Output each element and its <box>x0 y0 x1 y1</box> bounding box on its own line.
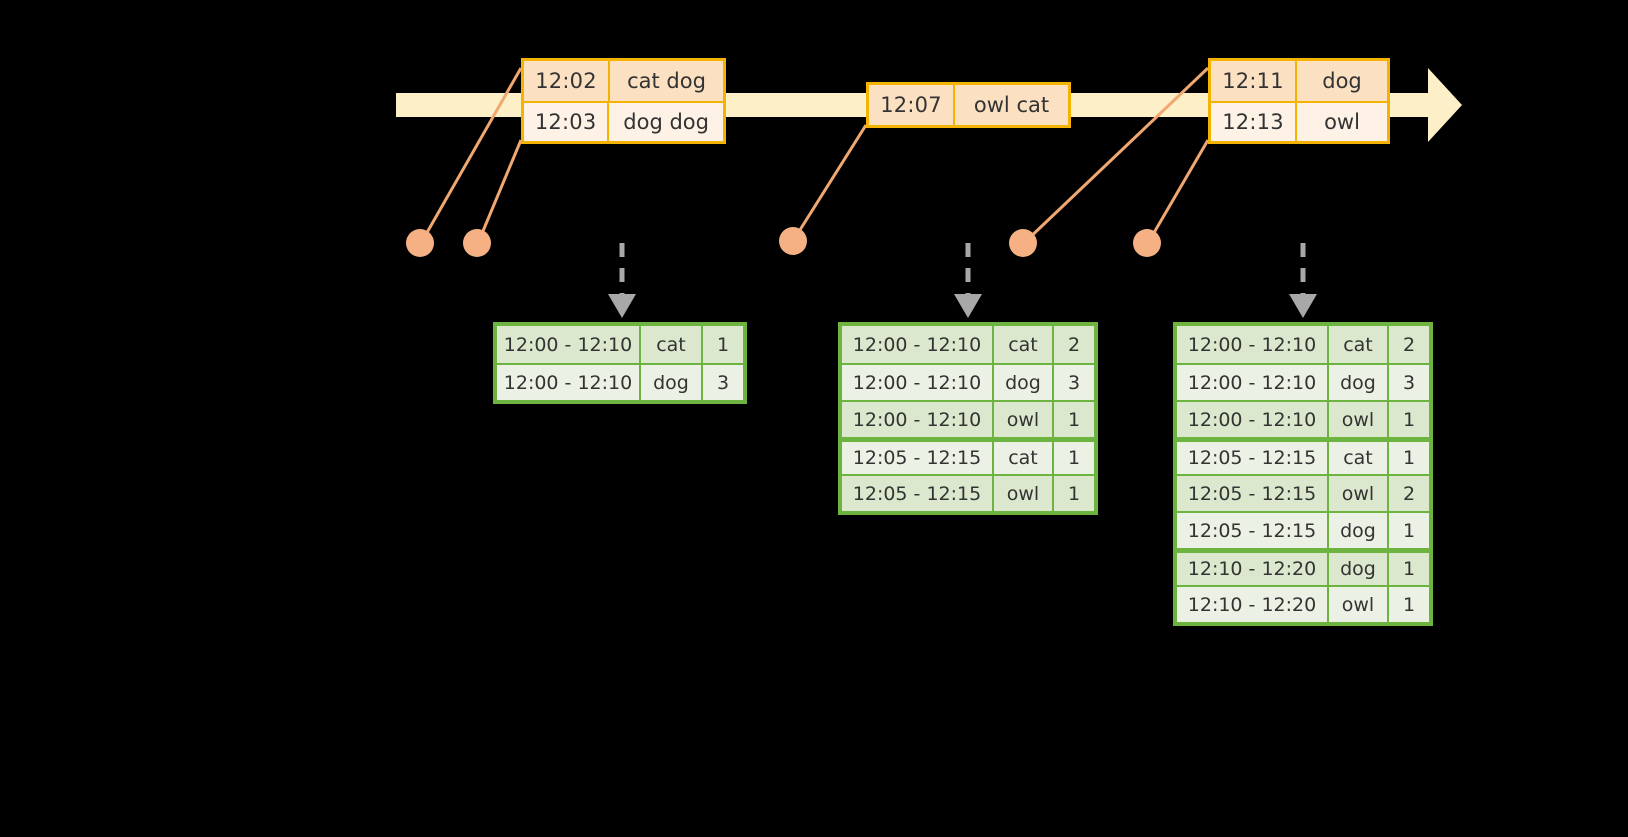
event-words: owl <box>1324 110 1360 134</box>
table-row[interactable]: 12:00 - 12:10 cat 2 <box>1177 326 1429 363</box>
table-row[interactable]: 12:00 - 12:10 dog 3 <box>1177 363 1429 400</box>
event-time: 12:11 <box>1211 61 1297 101</box>
event-words: cat dog <box>627 69 706 93</box>
cell-count: 1 <box>1402 408 1416 431</box>
cell-window: 12:05 - 12:15 <box>1177 442 1329 474</box>
cell-window: 12:10 - 12:20 <box>1177 587 1329 622</box>
connector-dot-1 <box>406 229 434 257</box>
cell-word: cat <box>641 326 703 363</box>
cell-window: 12:05 - 12:15 <box>1177 513 1329 548</box>
computation-arrows <box>619 243 1306 295</box>
cell-window: 12:00 - 12:10 <box>1177 365 1329 400</box>
cell-word: cat <box>994 326 1054 363</box>
connector-dot-5 <box>1133 229 1161 257</box>
event-time: 12:02 <box>524 61 610 101</box>
cell-word: owl <box>1329 402 1389 437</box>
table-row[interactable]: 12:10 - 12:20 dog 1 <box>1177 548 1429 585</box>
table-row[interactable]: 12:00 - 12:10 cat 1 <box>497 326 743 363</box>
table-row[interactable]: 12:05 - 12:15 dog 1 <box>1177 511 1429 548</box>
result-table-3[interactable]: 12:00 - 12:10 cat 2 12:00 - 12:10 dog 3 … <box>1173 322 1433 626</box>
cell-window: 12:05 - 12:15 <box>842 442 994 474</box>
cell-count: 2 <box>1402 333 1416 356</box>
connector-dot-3 <box>779 227 807 255</box>
cell-count: 1 <box>1067 482 1081 505</box>
event-time: 12:03 <box>524 103 610 141</box>
cell-window: 12:00 - 12:10 <box>1177 402 1329 437</box>
table-row[interactable]: 12:00 - 12:10 dog 3 <box>842 363 1094 400</box>
result-table-1[interactable]: 12:00 - 12:10 cat 1 12:00 - 12:10 dog 3 <box>493 322 747 404</box>
cell-count: 3 <box>1402 371 1416 394</box>
cell-word: owl <box>994 402 1054 437</box>
event-row[interactable]: 12:07 owl cat <box>869 85 1068 125</box>
cell-count: 1 <box>716 333 730 356</box>
event-group-3[interactable]: 12:11 dog 12:13 owl <box>1208 58 1390 144</box>
cell-count: 1 <box>1402 558 1416 580</box>
event-words: dog <box>1322 69 1362 93</box>
cell-window: 12:00 - 12:10 <box>842 365 994 400</box>
cell-count: 1 <box>1067 408 1081 431</box>
connector-dot-2 <box>463 229 491 257</box>
table-row[interactable]: 12:10 - 12:20 owl 1 <box>1177 585 1429 622</box>
cell-count: 3 <box>1067 371 1081 394</box>
event-group-1[interactable]: 12:02 cat dog 12:03 dog dog <box>521 58 726 144</box>
table-row[interactable]: 12:00 - 12:10 cat 2 <box>842 326 1094 363</box>
computation-arrowheads <box>608 294 1317 318</box>
cell-count: 1 <box>1402 593 1416 616</box>
cell-word: dog <box>1329 365 1389 400</box>
event-connector-dots <box>406 227 1161 257</box>
cell-word: owl <box>1329 587 1389 622</box>
cell-word: dog <box>641 365 703 400</box>
event-group-2[interactable]: 12:07 owl cat <box>866 82 1071 128</box>
cell-window: 12:05 - 12:15 <box>842 476 994 511</box>
cell-word: cat <box>994 442 1054 474</box>
event-row[interactable]: 12:03 dog dog <box>524 101 723 141</box>
table-row[interactable]: 12:05 - 12:15 owl 1 <box>842 474 1094 511</box>
cell-window: 12:00 - 12:10 <box>842 326 994 363</box>
connector-dot-4 <box>1009 229 1037 257</box>
cell-count: 1 <box>1402 447 1416 469</box>
table-row[interactable]: 12:05 - 12:15 owl 2 <box>1177 474 1429 511</box>
cell-word: dog <box>1329 513 1389 548</box>
table-row[interactable]: 12:00 - 12:10 owl 1 <box>842 400 1094 437</box>
cell-word: dog <box>1329 553 1389 585</box>
table-row[interactable]: 12:05 - 12:15 cat 1 <box>1177 437 1429 474</box>
table-row[interactable]: 12:00 - 12:10 dog 3 <box>497 363 743 400</box>
cell-count: 1 <box>1402 519 1416 542</box>
table-row[interactable]: 12:00 - 12:10 owl 1 <box>1177 400 1429 437</box>
event-time: 12:13 <box>1211 103 1297 141</box>
cell-count: 2 <box>1067 333 1081 356</box>
cell-count: 1 <box>1067 447 1081 469</box>
event-row[interactable]: 12:13 owl <box>1211 101 1387 141</box>
cell-word: owl <box>994 476 1054 511</box>
cell-window: 12:05 - 12:15 <box>1177 476 1329 511</box>
event-time: 12:07 <box>869 85 955 125</box>
cell-window: 12:00 - 12:10 <box>497 365 641 400</box>
event-words: dog dog <box>623 110 709 134</box>
table-row[interactable]: 12:05 - 12:15 cat 1 <box>842 437 1094 474</box>
cell-word: cat <box>1329 326 1389 363</box>
cell-count: 3 <box>716 371 730 394</box>
cell-word: dog <box>994 365 1054 400</box>
cell-count: 2 <box>1402 482 1416 505</box>
cell-word: cat <box>1329 442 1389 474</box>
cell-window: 12:00 - 12:10 <box>497 326 641 363</box>
cell-window: 12:10 - 12:20 <box>1177 553 1329 585</box>
event-row[interactable]: 12:02 cat dog <box>524 61 723 101</box>
cell-window: 12:00 - 12:10 <box>1177 326 1329 363</box>
result-table-2[interactable]: 12:00 - 12:10 cat 2 12:00 - 12:10 dog 3 … <box>838 322 1098 515</box>
event-words: owl cat <box>973 93 1050 117</box>
cell-word: owl <box>1329 476 1389 511</box>
event-row[interactable]: 12:11 dog <box>1211 61 1387 101</box>
cell-window: 12:00 - 12:10 <box>842 402 994 437</box>
